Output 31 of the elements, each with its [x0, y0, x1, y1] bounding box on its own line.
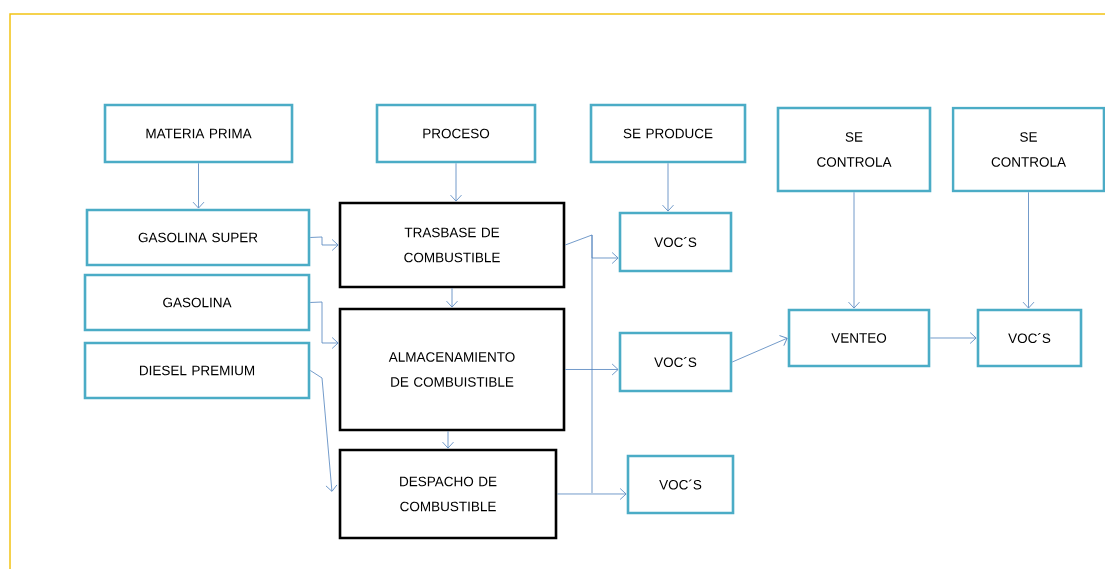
- arrow: [1022, 191, 1035, 309]
- arrow: [848, 191, 860, 309]
- process-box: VOC´S: [618, 331, 733, 393]
- arrow: [662, 162, 674, 212]
- arrow: [450, 162, 462, 202]
- process-box: VOC´S: [626, 454, 735, 515]
- arrow: [564, 363, 619, 376]
- process-box: PROCESO: [375, 103, 537, 164]
- arrow: [442, 430, 454, 449]
- process-box: DIESEL PREMIUM: [83, 341, 311, 400]
- process-box: VENTEO: [787, 308, 931, 368]
- arrow: [446, 287, 458, 308]
- process-box: SE CONTROLA: [951, 106, 1105, 193]
- arrow: [309, 236, 339, 251]
- process-box: MATERIA PRIMA: [103, 103, 294, 164]
- process-box: VOC´S: [976, 308, 1083, 368]
- arrow: [556, 488, 627, 500]
- process-box: GASOLINA SUPER: [85, 208, 311, 267]
- process-box: TRASBASE DE COMBUSTIBLE: [338, 201, 566, 289]
- process-box: VOC´S: [618, 211, 733, 273]
- arrow: [731, 335, 788, 363]
- process-box: SE CONTROLA: [776, 106, 932, 193]
- arrow: [929, 332, 977, 344]
- process-box: SE PRODUCE: [589, 103, 747, 164]
- process-box: ALMACENAMIENTO DE COMBUISTIBLE: [338, 307, 566, 432]
- process-box: DESPACHO DE COMBUSTIBLE: [338, 448, 558, 540]
- arrow: [192, 162, 205, 209]
- arrow: [309, 370, 338, 492]
- process-box: GASOLINA: [83, 273, 311, 332]
- arrow: [309, 301, 339, 349]
- arrow: [564, 234, 619, 264]
